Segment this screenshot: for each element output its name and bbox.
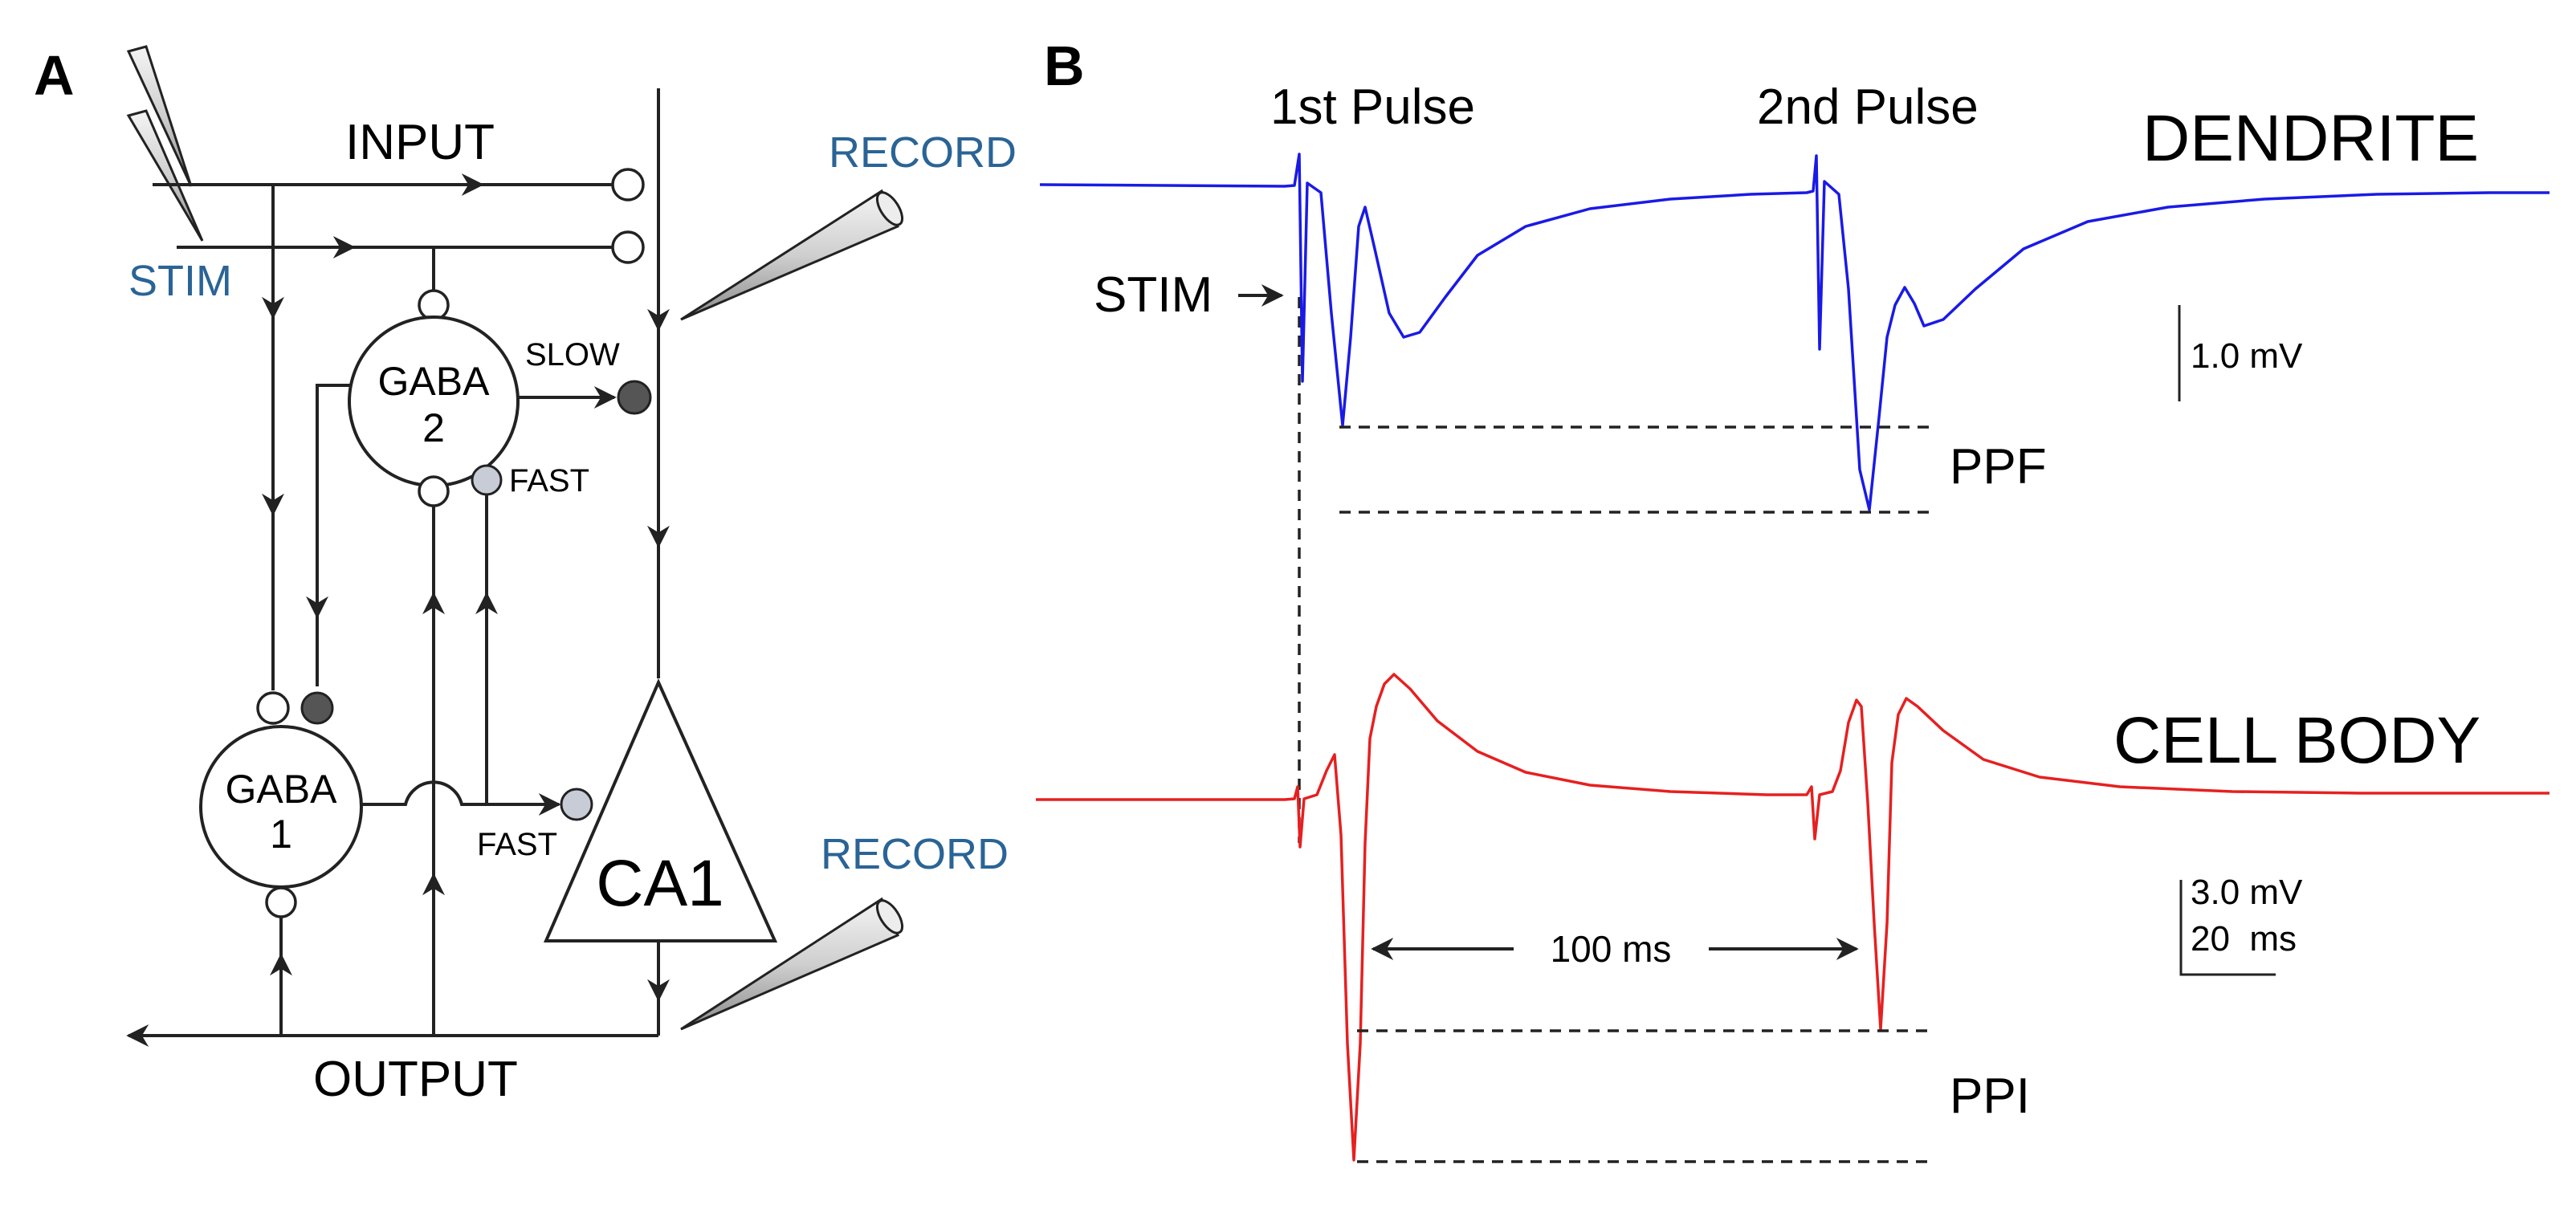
ca1-input-synapse-2	[611, 230, 645, 264]
gaba1-slow-synapse	[300, 691, 334, 725]
gaba1-fast-axon	[361, 780, 554, 806]
panel-a-letter: A	[34, 44, 75, 107]
interval-arrow: 100 ms	[1371, 928, 1859, 970]
dendrite-scale-mv: 1.0 mV	[2191, 336, 2303, 376]
record-electrode-bottom	[680, 897, 904, 1031]
pulse1-label: 1st Pulse	[1270, 79, 1475, 135]
stim-trace-label: STIM	[1094, 267, 1213, 323]
gaba2-lower-synapse	[418, 475, 450, 507]
cellbody-trace	[1036, 673, 2550, 1162]
cellbody-scale-ms: 20 ms	[2191, 919, 2297, 959]
ca1-pyramidal-cell: CA1	[543, 678, 778, 1036]
input-label: INPUT	[345, 115, 495, 170]
interval-label: 100 ms	[1551, 928, 1672, 970]
cellbody-scale-bar	[2179, 880, 2276, 976]
gaba2-label-line1: GABA	[378, 359, 491, 404]
output-label: OUTPUT	[313, 1052, 518, 1107]
gaba2-interneuron: GABA 2 SLOW FAST	[306, 247, 652, 686]
gaba2-input-synapse	[418, 289, 450, 321]
gaba1-label-line1: GABA	[226, 767, 338, 812]
gaba1-label-line2: 1	[270, 812, 292, 857]
panel-b-letter: B	[1044, 35, 1085, 97]
cellbody-scale-mv: 3.0 mV	[2191, 873, 2303, 912]
stim-label: STIM	[128, 257, 232, 305]
gaba1-interneuron: GABA 1 FAST	[199, 691, 593, 918]
input-fibers	[153, 168, 645, 264]
gaba1-lower-synapse	[265, 886, 297, 918]
fast-bottom-label: FAST	[477, 827, 557, 862]
cellbody-label: CELL BODY	[2113, 704, 2480, 777]
record-bottom-label: RECORD	[821, 830, 1009, 878]
gaba2-to-gaba1-axon	[316, 384, 352, 686]
fast-top-label: FAST	[509, 463, 589, 499]
stim-electrode-2	[126, 109, 204, 242]
ca1-soma	[543, 678, 778, 942]
stim-electrode-1	[126, 45, 193, 187]
record-electrode-top	[680, 189, 904, 321]
record-top-label: RECORD	[829, 128, 1017, 177]
ca1-label: CA1	[596, 847, 724, 920]
pulse2-label: 2nd Pulse	[1757, 79, 1979, 135]
dendrite-label: DENDRITE	[2142, 102, 2479, 175]
ppi-label: PPI	[1950, 1069, 2030, 1124]
gaba1-input-synapse	[256, 691, 290, 725]
panel-b: B 1st Pulse 2nd Pulse DENDRITE CELL BODY…	[1036, 35, 2550, 1163]
ppf-label: PPF	[1950, 439, 2047, 495]
fast-synapse-bottom	[560, 788, 593, 821]
panel-a: A INPUT STIM RECORD	[34, 44, 1017, 1107]
gaba2-label-line2: 2	[422, 405, 445, 450]
stim-electrodes	[126, 45, 204, 242]
slow-synapse	[617, 380, 652, 415]
ca1-input-synapse-1	[611, 168, 645, 202]
dendrite-trace	[1039, 153, 2550, 511]
fast-synapse-top	[471, 464, 503, 496]
slow-label: SLOW	[525, 337, 620, 372]
